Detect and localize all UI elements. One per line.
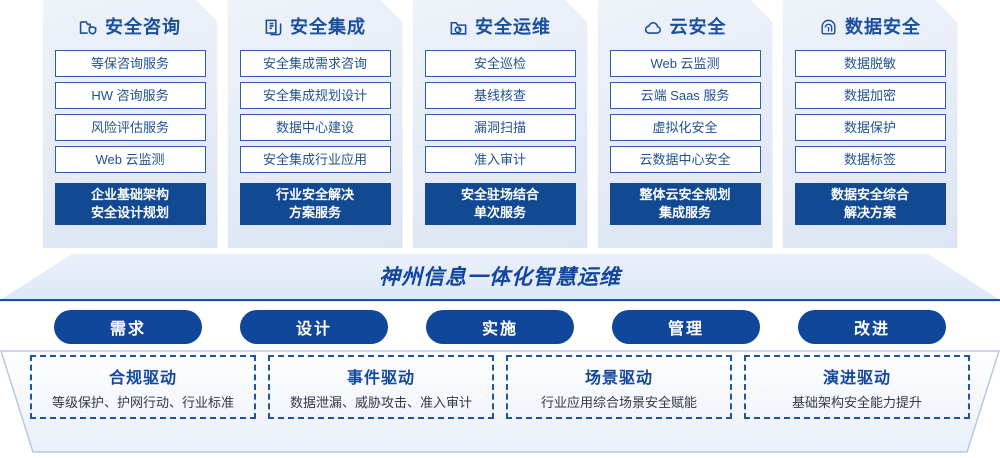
column-header: 安全运维 [425, 10, 576, 44]
capability-column-data-security[interactable]: 数据安全 数据脱敏 数据加密 数据保护 数据标签 数据安全综合 解决方案 [783, 0, 958, 248]
capability-highlight[interactable]: 安全驻场结合 单次服务 [425, 183, 576, 225]
highlight-line: 行业安全解决 [275, 187, 354, 202]
driver-title: 合规驱动 [108, 369, 177, 387]
driver-description: 等级保护、护网行动、行业标准 [51, 394, 234, 410]
driver-title: 演进驱动 [822, 369, 891, 387]
capability-item[interactable]: HW 咨询服务 [55, 82, 206, 109]
capability-item[interactable]: 虚拟化安全 [610, 114, 761, 141]
capability-item[interactable]: 安全集成行业应用 [240, 146, 391, 173]
platform-banner: 神州信息一体化智慧运维 [0, 254, 1000, 302]
folder-chart-icon [449, 18, 468, 37]
highlight-line: 单次服务 [473, 205, 526, 220]
highlight-line: 企业基础架构 [90, 187, 169, 202]
capability-highlight[interactable]: 行业安全解决 方案服务 [240, 183, 391, 225]
highlight-line: 安全驻场结合 [460, 187, 539, 202]
capability-item[interactable]: 等保咨询服务 [55, 50, 206, 77]
capability-item[interactable]: 数据中心建设 [240, 114, 391, 141]
banner-underline [0, 299, 1000, 301]
column-title: 安全运维 [475, 17, 551, 37]
driver-card-incident[interactable]: 事件驱动 数据泄漏、威胁攻击、准入审计 [268, 355, 494, 419]
column-title: 云安全 [669, 17, 727, 37]
capability-columns: 安全咨询 等保咨询服务 HW 咨询服务 风险评估服务 Web 云监测 企业基础架… [0, 0, 1000, 252]
capability-item[interactable]: 数据脱敏 [795, 50, 946, 77]
highlight-line: 方案服务 [288, 205, 341, 220]
stage-pill-implementation[interactable]: 实施 [426, 310, 574, 344]
capability-column-security-integration[interactable]: 安全集成 安全集成需求咨询 安全集成规划设计 数据中心建设 安全集成行业应用 行… [228, 0, 403, 248]
capability-column-security-consulting[interactable]: 安全咨询 等保咨询服务 HW 咨询服务 风险评估服务 Web 云监测 企业基础架… [43, 0, 218, 248]
driver-card-scenario[interactable]: 场景驱动 行业应用综合场景安全赋能 [506, 355, 732, 419]
stage-pill-design[interactable]: 设计 [240, 310, 388, 344]
capability-highlight[interactable]: 整体云安全规划 集成服务 [610, 183, 761, 225]
column-items: 数据脱敏 数据加密 数据保护 数据标签 数据安全综合 解决方案 [795, 50, 946, 225]
highlight-line: 解决方案 [843, 205, 896, 220]
capability-item[interactable]: 基线核查 [425, 82, 576, 109]
cloud-icon [644, 18, 663, 37]
stage-pill-requirement[interactable]: 需求 [54, 310, 202, 344]
highlight-line: 数据安全综合 [830, 187, 909, 202]
column-items: 等保咨询服务 HW 咨询服务 风险评估服务 Web 云监测 企业基础架构 安全设… [55, 50, 206, 225]
highlight-line: 安全设计规划 [90, 205, 169, 220]
highlight-line: 整体云安全规划 [639, 187, 731, 202]
column-items: 安全集成需求咨询 安全集成规划设计 数据中心建设 安全集成行业应用 行业安全解决… [240, 50, 391, 225]
driver-description: 数据泄漏、威胁攻击、准入审计 [289, 394, 472, 410]
driver-card-evolution[interactable]: 演进驱动 基础架构安全能力提升 [744, 355, 970, 419]
driver-description: 基础架构安全能力提升 [791, 394, 922, 410]
platform-banner-title: 神州信息一体化智慧运维 [379, 266, 621, 289]
capability-item[interactable]: 安全巡检 [425, 50, 576, 77]
capability-item[interactable]: Web 云监测 [610, 50, 761, 77]
capability-item[interactable]: 数据加密 [795, 82, 946, 109]
fingerprint-icon [819, 18, 838, 37]
capability-item[interactable]: 安全集成需求咨询 [240, 50, 391, 77]
drivers-list: 合规驱动 等级保护、护网行动、行业标准 事件驱动 数据泄漏、威胁攻击、准入审计 … [0, 355, 1000, 447]
capability-item[interactable]: 云端 Saas 服务 [610, 82, 761, 109]
driver-description: 行业应用综合场景安全赋能 [540, 394, 697, 410]
capability-highlight[interactable]: 企业基础架构 安全设计规划 [55, 183, 206, 225]
folder-shield-icon [79, 18, 98, 37]
column-items: 安全巡检 基线核查 漏洞扫描 准入审计 安全驻场结合 单次服务 [425, 50, 576, 225]
column-items: Web 云监测 云端 Saas 服务 虚拟化安全 云数据中心安全 整体云安全规划… [610, 50, 761, 225]
capability-item[interactable]: Web 云监测 [55, 146, 206, 173]
capability-item[interactable]: 风险评估服务 [55, 114, 206, 141]
driver-title: 场景驱动 [584, 369, 653, 387]
capability-item[interactable]: 准入审计 [425, 146, 576, 173]
column-title: 安全集成 [290, 17, 366, 37]
column-title: 安全咨询 [105, 17, 181, 37]
capability-item[interactable]: 数据保护 [795, 114, 946, 141]
capability-item[interactable]: 安全集成规划设计 [240, 82, 391, 109]
lifecycle-stages: 需求 设计 实施 管理 改进 [0, 308, 1000, 346]
stage-pill-management[interactable]: 管理 [612, 310, 760, 344]
capability-item[interactable]: 漏洞扫描 [425, 114, 576, 141]
capability-column-security-operations[interactable]: 安全运维 安全巡检 基线核查 漏洞扫描 准入审计 安全驻场结合 单次服务 [413, 0, 588, 248]
column-header: 安全咨询 [55, 10, 206, 44]
column-header: 数据安全 [795, 10, 946, 44]
capability-item[interactable]: 数据标签 [795, 146, 946, 173]
capability-column-cloud-security[interactable]: 云安全 Web 云监测 云端 Saas 服务 虚拟化安全 云数据中心安全 整体云… [598, 0, 773, 248]
column-title: 数据安全 [845, 17, 921, 37]
document-copy-icon [264, 18, 283, 37]
driver-card-compliance[interactable]: 合规驱动 等级保护、护网行动、行业标准 [30, 355, 256, 419]
highlight-line: 集成服务 [658, 205, 711, 220]
column-header: 安全集成 [240, 10, 391, 44]
stage-pill-improvement[interactable]: 改进 [798, 310, 946, 344]
driver-title: 事件驱动 [346, 369, 415, 387]
capability-item[interactable]: 云数据中心安全 [610, 146, 761, 173]
capability-highlight[interactable]: 数据安全综合 解决方案 [795, 183, 946, 225]
column-header: 云安全 [610, 10, 761, 44]
